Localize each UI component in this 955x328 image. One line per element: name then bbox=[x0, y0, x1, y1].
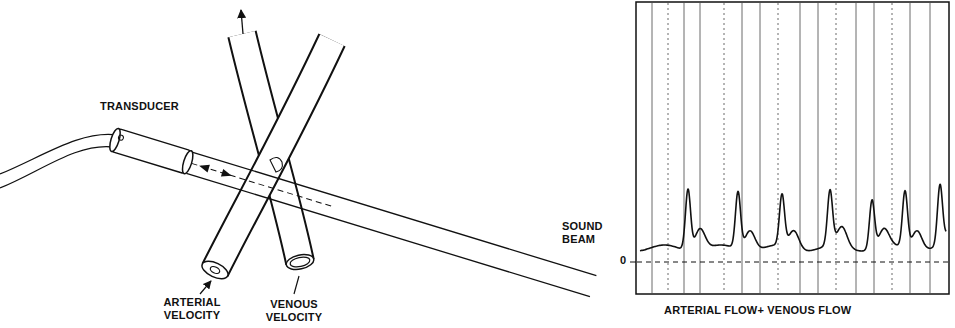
zero-label: 0 bbox=[620, 254, 626, 267]
grid-line bbox=[892, 3, 893, 293]
grid-line bbox=[930, 3, 931, 293]
doppler-chart bbox=[630, 2, 949, 294]
grid-line bbox=[700, 3, 701, 293]
grid-line bbox=[836, 3, 837, 293]
grid-line bbox=[742, 3, 743, 293]
grid-line bbox=[874, 3, 875, 293]
transducer-label: TRANSDUCER bbox=[100, 100, 179, 113]
grid-line bbox=[684, 3, 685, 293]
leader-arrow bbox=[200, 281, 211, 294]
grid-line bbox=[724, 3, 725, 293]
grid-line bbox=[778, 3, 779, 293]
artery-label: ARTERIAL VELOCITY bbox=[150, 296, 234, 322]
velocity-trace bbox=[640, 184, 946, 251]
transducer-and-beam bbox=[108, 127, 597, 297]
grid-line bbox=[800, 3, 801, 293]
grid-line bbox=[668, 3, 669, 293]
leader-line bbox=[294, 276, 299, 294]
chart-caption: ARTERIAL FLOW+ VENOUS FLOW bbox=[664, 304, 851, 317]
beam-label: SOUND BEAM bbox=[562, 220, 626, 246]
grid-line bbox=[652, 3, 653, 293]
grid-line bbox=[760, 3, 761, 293]
vein-label: VENOUS VELOCITY bbox=[252, 298, 336, 324]
transducer-cable bbox=[0, 134, 117, 188]
grid-line bbox=[910, 3, 911, 293]
artery-tube bbox=[199, 40, 332, 282]
